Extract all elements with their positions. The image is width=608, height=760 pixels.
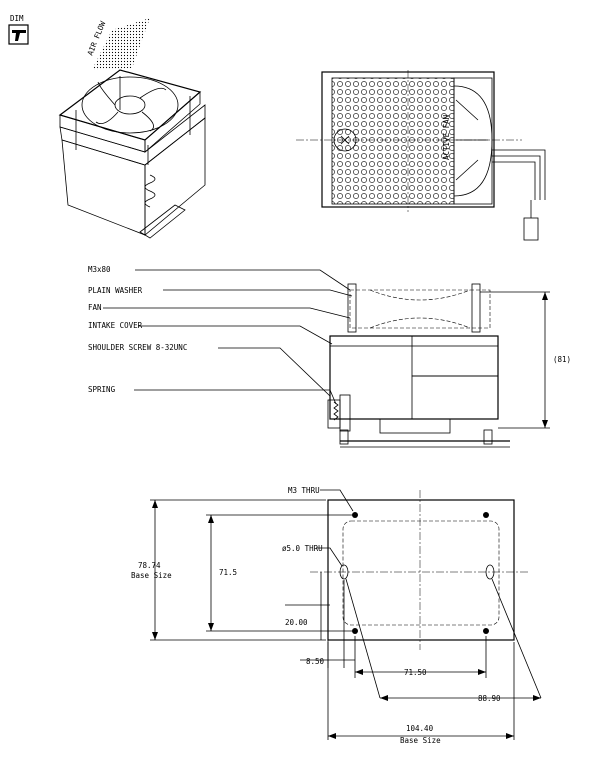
callout-fan: FAN — [88, 303, 102, 312]
airflow-stream — [92, 18, 150, 70]
dim-badge: DIM — [8, 14, 29, 45]
side-heatsink — [329, 335, 499, 420]
m3-hole — [483, 512, 489, 518]
m3-hole — [483, 628, 489, 634]
hole-spacing-dim: 71.50 — [404, 668, 427, 677]
dimension-tool-icon — [8, 24, 29, 45]
base-plate-outline — [327, 499, 515, 641]
height-dimension: (81) — [553, 355, 571, 364]
offset-dim: 20.00 — [285, 618, 308, 627]
base-inner-outline — [342, 520, 500, 626]
side-view: M3x80 PLAIN WASHER FAN INTAKE COVER SHOU… — [88, 265, 571, 448]
mount-hole-left — [339, 564, 349, 580]
outer-spacing-dim: 88.90 — [478, 694, 501, 703]
base-view: M3 THRU ø5.0 THRU 78.74 Base Size 71.5 2… — [131, 486, 542, 745]
fan-label: ACTIVE FAN — [442, 115, 451, 160]
iso-fan-hub — [114, 95, 146, 115]
m3-thru-label: M3 THRU — [288, 486, 320, 495]
hole-thru-label: ø5.0 THRU — [282, 544, 323, 553]
dim-label: DIM — [10, 14, 24, 23]
base-height-dim-sub: Base Size — [131, 571, 172, 580]
intake-cover-perforation — [331, 77, 455, 205]
top-view: ACTIVE FAN — [296, 70, 546, 241]
m3-hole — [352, 628, 358, 634]
side-screw-left — [347, 283, 357, 333]
hole-height-dim: 71.5 — [219, 568, 237, 577]
m3-hole — [352, 512, 358, 518]
base-width-dim: 104.40 — [406, 724, 434, 733]
callout-spring: SPRING — [88, 385, 116, 394]
iso-fan-ring — [81, 76, 179, 134]
fan-connector — [523, 217, 539, 241]
fan-cable — [492, 149, 546, 200]
callout-plain-washer: PLAIN WASHER — [88, 286, 143, 295]
mount-hole-right — [485, 564, 495, 580]
iso-heatsink-front — [61, 139, 146, 236]
iso-heatsink-side — [144, 117, 206, 236]
callout-shoulder-screw: SHOULDER SCREW 8-32UNC — [88, 343, 187, 352]
small-offset-dim: 8.50 — [306, 657, 325, 666]
callout-intake-cover: INTAKE COVER — [88, 321, 143, 330]
top-fan-arc — [453, 85, 493, 197]
callout-m3x80: M3x80 — [88, 265, 111, 274]
iso-fan-frame — [58, 69, 202, 141]
side-base-block — [379, 418, 451, 434]
side-fan-outline — [349, 289, 491, 329]
isometric-view: AIR FLOW — [58, 18, 206, 239]
side-screw-right — [471, 283, 481, 333]
base-width-dim-sub: Base Size — [400, 736, 441, 745]
base-height-dim: 78.74 — [138, 561, 161, 570]
